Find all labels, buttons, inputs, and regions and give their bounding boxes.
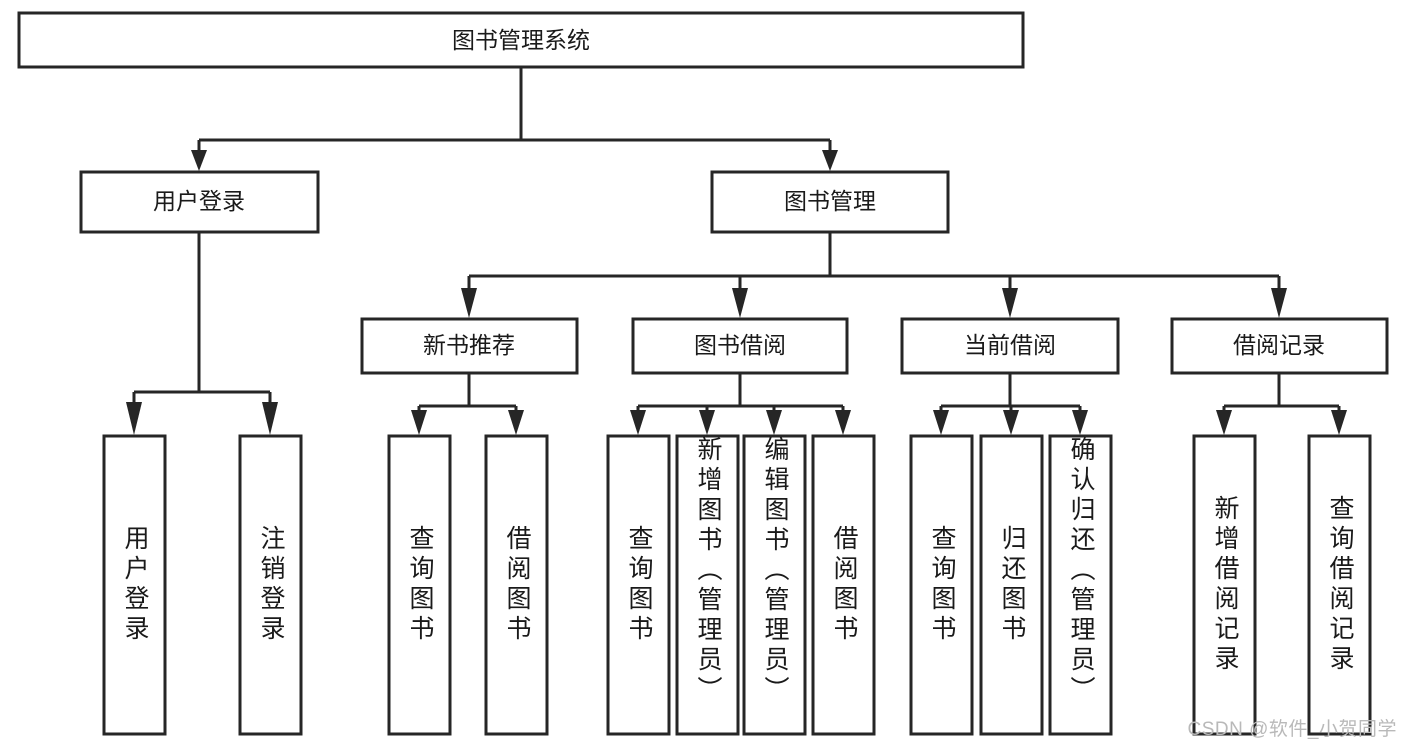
arrow-leaf-user-login-1 bbox=[126, 402, 142, 435]
current-borrow-box[interactable] bbox=[900, 317, 1120, 375]
leaf-box-user-login-2[interactable] bbox=[238, 434, 303, 736]
arrow-leaf-user-login-2 bbox=[262, 402, 278, 435]
root-label: 图书管理系统 bbox=[452, 27, 590, 53]
leaf-box-borrow-record-2[interactable] bbox=[1307, 434, 1372, 736]
arrow-bb-4 bbox=[835, 410, 851, 435]
leaf-box-book-borrow-1[interactable] bbox=[606, 434, 671, 736]
connector-book-borrow-to-leaves bbox=[630, 373, 851, 435]
arrow-br-1 bbox=[1216, 410, 1232, 435]
arrow-nb-1 bbox=[411, 410, 427, 435]
node-user-login[interactable]: 用户登录 bbox=[79, 170, 320, 234]
leaf-box-current-borrow-3[interactable] bbox=[1048, 434, 1113, 736]
arrow-bb-1 bbox=[630, 410, 646, 435]
leaf-box-borrow-record-1[interactable] bbox=[1192, 434, 1257, 736]
arrow-user-login bbox=[191, 150, 207, 171]
arrow-bb-3 bbox=[766, 410, 782, 435]
connector-book-mgmt-to-level3 bbox=[461, 232, 1287, 318]
arrow-br-2 bbox=[1331, 410, 1347, 435]
node-new-book-recommend[interactable]: 新书推荐 bbox=[360, 317, 579, 375]
csdn-watermark: CSDN @软件_小贺同学 bbox=[1187, 719, 1397, 740]
arrow-level3-2 bbox=[732, 288, 748, 318]
node-book-management[interactable]: 图书管理 bbox=[710, 170, 950, 234]
leaf-box-book-borrow-2[interactable] bbox=[675, 434, 740, 736]
node-book-borrow[interactable]: 图书借阅 bbox=[631, 317, 849, 375]
connector-user-login-to-leaves bbox=[126, 232, 278, 435]
leaf-box-current-borrow-1[interactable] bbox=[909, 434, 974, 736]
leaf-box-book-borrow-3[interactable] bbox=[742, 434, 807, 736]
connector-current-borrow-to-leaves bbox=[933, 373, 1088, 435]
book-management-box[interactable] bbox=[710, 170, 950, 234]
book-management-label: 图书管理 bbox=[784, 188, 876, 214]
connector-new-book-to-leaves bbox=[411, 373, 524, 435]
book-borrow-label: 图书借阅 bbox=[694, 332, 786, 358]
leaf-box-current-borrow-2[interactable] bbox=[979, 434, 1044, 736]
borrow-record-label: 借阅记录 bbox=[1233, 332, 1325, 358]
node-borrow-record[interactable]: 借阅记录 bbox=[1170, 317, 1389, 375]
arrow-nb-2 bbox=[508, 410, 524, 435]
root-box[interactable] bbox=[17, 11, 1025, 69]
user-login-label: 用户登录 bbox=[153, 188, 245, 214]
arrow-cb-1 bbox=[933, 410, 949, 435]
arrow-bb-2 bbox=[699, 410, 715, 435]
node-root[interactable]: 图书管理系统 bbox=[17, 11, 1025, 69]
borrow-record-box[interactable] bbox=[1170, 317, 1389, 375]
leaf-box-new-book-1[interactable] bbox=[387, 434, 452, 736]
book-borrow-box[interactable] bbox=[631, 317, 849, 375]
node-current-borrow[interactable]: 当前借阅 bbox=[900, 317, 1120, 375]
arrow-level3-4 bbox=[1271, 288, 1287, 318]
leaf-box-book-borrow-4[interactable] bbox=[811, 434, 876, 736]
new-book-recommend-box[interactable] bbox=[360, 317, 579, 375]
arrow-level3-3 bbox=[1002, 288, 1018, 318]
connector-root-to-level2 bbox=[191, 67, 838, 171]
new-book-recommend-label: 新书推荐 bbox=[423, 332, 515, 358]
arrow-level3-1 bbox=[461, 288, 477, 318]
connector-borrow-record-to-leaves bbox=[1216, 373, 1347, 435]
arrow-cb-3 bbox=[1072, 410, 1088, 435]
arrow-cb-2 bbox=[1003, 410, 1019, 435]
current-borrow-label: 当前借阅 bbox=[964, 332, 1056, 358]
leaf-box-new-book-2[interactable] bbox=[484, 434, 549, 736]
leaf-box-user-login-1[interactable] bbox=[102, 434, 167, 736]
arrow-book-mgmt bbox=[822, 150, 838, 171]
